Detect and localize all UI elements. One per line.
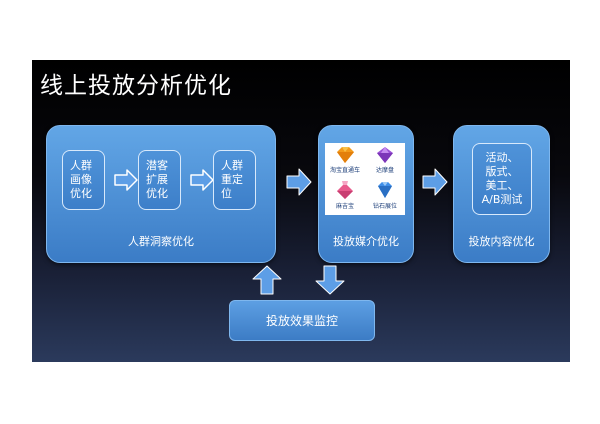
box-line: 潜客 [146,159,168,172]
media-item-zuanshi: 钻石展位 [365,180,405,210]
orange-gem-icon [337,147,354,163]
purple-gem-icon [377,147,393,163]
right-arrow-icon [190,169,214,191]
content-panel: 活动、 版式、 美工、 A/B测试 投放内容优化 [453,125,550,263]
content-panel-label: 投放内容优化 [468,235,535,248]
box-line: 美工、 [485,179,519,192]
slide: 线上投放分析优化 人群 画像 优化 潜客 扩展 优化 人群 重定 位 人群洞察优… [32,60,570,362]
media-item-damopan: 达摩盘 [365,146,405,174]
box-line: 人群 [70,159,92,172]
box-line: 画像 [70,173,92,186]
media-panel: 淘宝直通车 达摩盘 麻吉宝 [318,125,414,263]
box-line: 版式、 [485,165,519,178]
monitor-box: 投放效果监控 [229,300,375,341]
audience-panel-label: 人群洞察优化 [128,235,194,248]
media-item-caption: 麻吉宝 [335,203,354,210]
audience-panel: 人群 画像 优化 潜客 扩展 优化 人群 重定 位 人群洞察优化 [46,125,276,263]
media-panel-label: 投放媒介优化 [333,235,399,248]
media-item-caption: 达摩盘 [375,167,394,174]
slide-title: 线上投放分析优化 [40,73,232,99]
right-arrow-icon [422,168,448,196]
audience-box-3: 人群 重定 位 [213,150,256,210]
audience-box-2: 潜客 扩展 优化 [138,150,181,210]
box-line: A/B测试 [481,193,523,206]
box-line: 位 [221,187,232,200]
box-line: 重定 [221,173,243,186]
box-line: 活动、 [485,151,519,164]
down-arrow-icon [315,265,345,295]
box-line: 优化 [146,187,168,200]
media-item-majibao: 麻吉宝 [325,180,365,210]
media-item-caption: 钻石展位 [372,203,397,210]
pink-gem-icon [337,181,353,199]
box-line: 扩展 [146,173,168,186]
right-arrow-icon [114,169,138,191]
blue-diamond-icon [378,182,392,198]
media-item-caption: 淘宝直通车 [329,167,360,174]
media-item-taobao: 淘宝直通车 [325,146,365,174]
content-box: 活动、 版式、 美工、 A/B测试 [472,143,532,215]
media-grid: 淘宝直通车 达摩盘 麻吉宝 [325,143,405,215]
box-line: 优化 [70,187,92,200]
box-line: 人群 [221,159,243,172]
right-arrow-icon [286,168,312,196]
audience-box-1: 人群 画像 优化 [62,150,105,210]
up-arrow-icon [252,265,282,295]
monitor-label: 投放效果监控 [265,314,338,328]
